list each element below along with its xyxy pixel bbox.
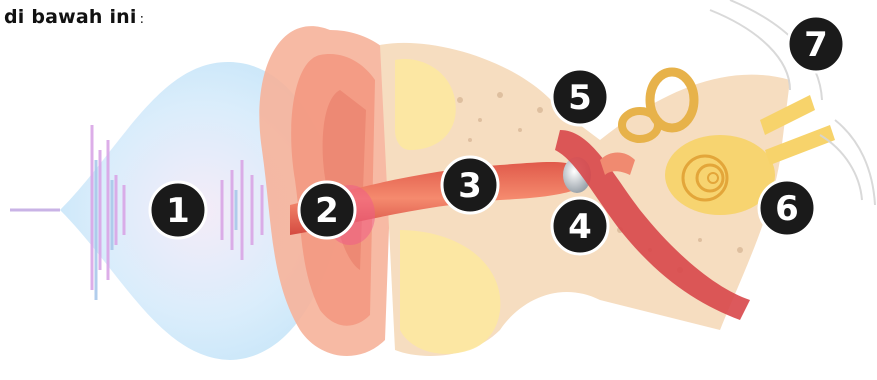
- label-3: 3: [458, 166, 482, 206]
- badge-4: 4: [552, 198, 608, 254]
- badge-7: 7: [788, 16, 844, 72]
- badge-1: 1: [150, 182, 206, 238]
- label-2: 2: [315, 191, 339, 231]
- badge-6: 6: [759, 180, 815, 236]
- badge-3: 3: [442, 157, 498, 213]
- badge-2: 2: [299, 182, 355, 238]
- label-7: 7: [804, 25, 828, 65]
- label-5: 5: [568, 78, 592, 118]
- label-4: 4: [568, 207, 592, 247]
- label-6: 6: [775, 189, 799, 229]
- label-1: 1: [166, 191, 190, 231]
- badge-5: 5: [552, 69, 608, 125]
